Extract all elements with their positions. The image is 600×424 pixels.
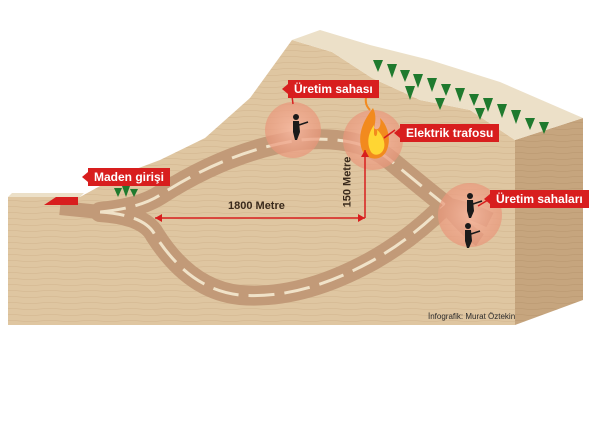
miner-icon [293,114,309,140]
dimension-arrow-icon [358,214,365,222]
dimension-arrow-icon [155,214,162,222]
ground-top-strip [8,193,84,197]
ground-side-face [515,118,583,325]
miner-icon [467,193,483,218]
miner-icon [465,223,481,248]
mountain-top-surface [292,30,583,140]
production-area-label: Üretim sahası [288,80,379,98]
tree-icon [114,60,549,197]
infographic-credit: İnfografik: Murat Öztekin [428,312,516,321]
production-areas-label: Üretim sahaları [490,190,589,208]
mine-entrance-marker [44,197,78,205]
dimension-arrow-icon [361,150,369,157]
vertical-dimension-text: 150 Metre [341,156,354,208]
mine-entrance-label: Maden girişi [88,168,171,186]
fire-icon [360,91,389,159]
transformer-label: Elektrik trafosu [400,124,500,142]
horizontal-dimension-text: 1800 Metre [228,200,285,212]
